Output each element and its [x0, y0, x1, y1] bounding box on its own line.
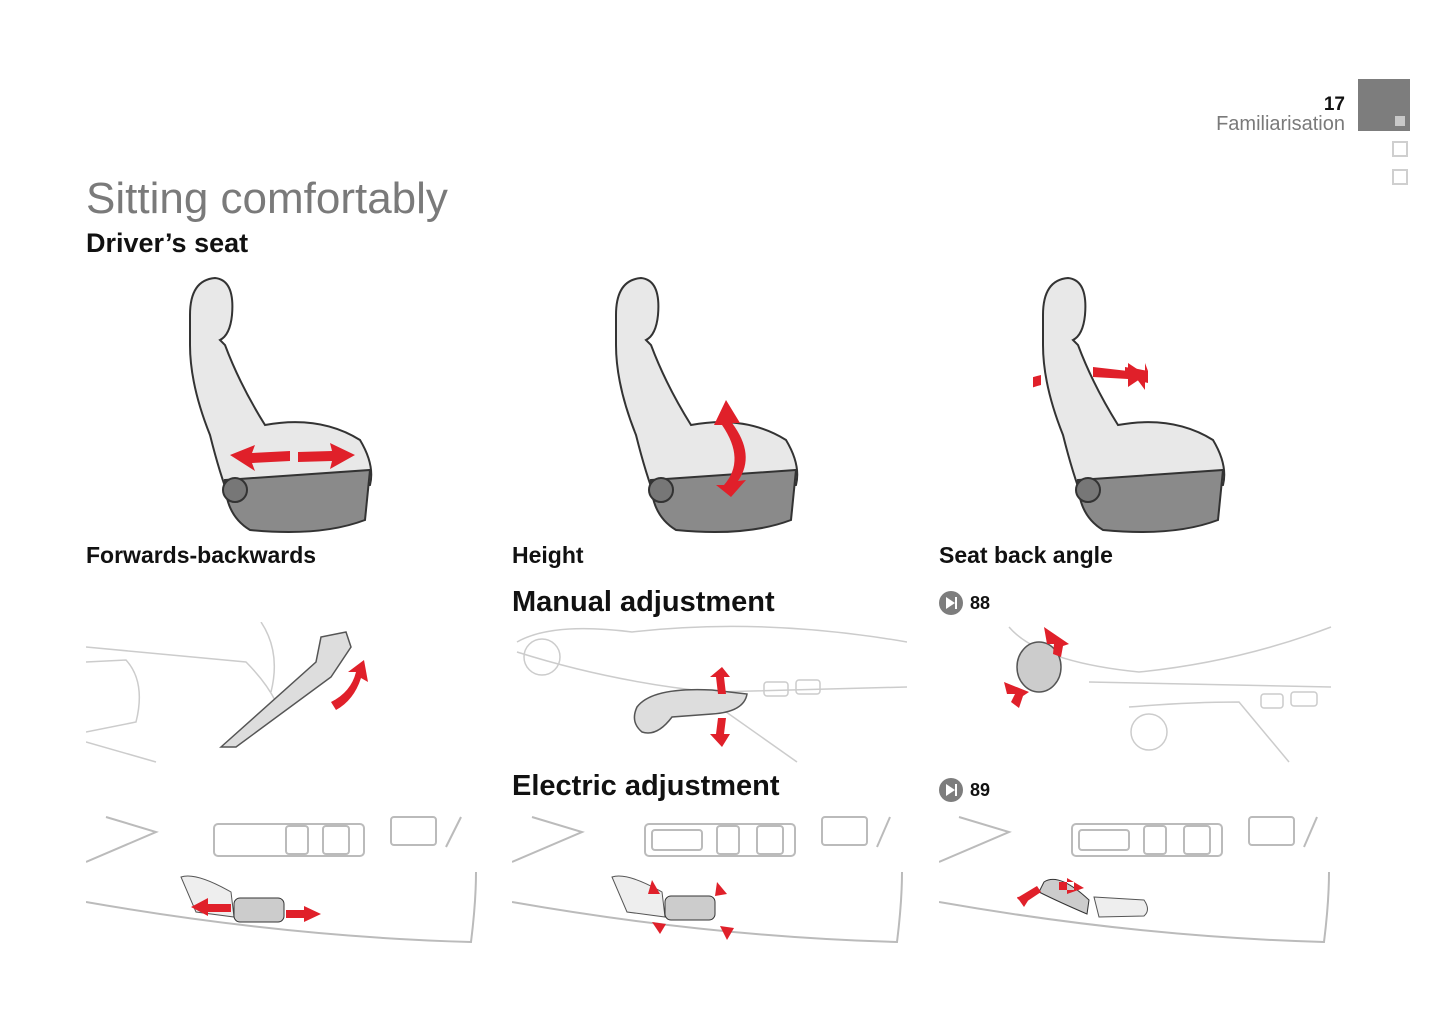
caption-height: Height	[512, 542, 584, 568]
section-name: Familiarisation	[1216, 113, 1345, 135]
chapter-tab[interactable]	[1392, 169, 1408, 185]
reference-page-number: 89	[970, 779, 991, 800]
page-reference-manual[interactable]: 88	[939, 591, 990, 615]
manual-height-lever-illustration	[516, 625, 907, 763]
chapter-tab-active[interactable]	[1358, 79, 1410, 131]
reference-page-number: 88	[970, 592, 991, 613]
page-subtitle: Driver’s seat	[86, 228, 249, 258]
page-link-icon	[939, 778, 963, 802]
seat-height-illustration	[615, 276, 799, 534]
electric-adjustment-heading: Electric adjustment	[512, 770, 780, 802]
page-reference-electric[interactable]: 89	[939, 778, 990, 802]
seat-back-angle-illustration	[1033, 276, 1226, 534]
caption-forwards-backwards: Forwards-backwards	[86, 542, 317, 568]
electric-forwards-switch-illustration	[86, 816, 477, 944]
manual-lever-forwards-illustration	[86, 622, 368, 763]
page-number: 17	[1323, 94, 1345, 115]
chapter-tab[interactable]	[1392, 141, 1408, 157]
page-link-icon	[939, 591, 963, 615]
seat-forwards-backwards-illustration	[189, 276, 373, 534]
electric-height-switch-illustration	[512, 816, 903, 944]
manual-seat-back-knob-illustration	[1004, 626, 1332, 763]
manual-adjustment-heading: Manual adjustment	[512, 586, 775, 618]
page-title: Sitting comfortably	[86, 174, 448, 223]
electric-seat-back-switch-illustration	[939, 816, 1330, 944]
caption-seat-back-angle: Seat back angle	[939, 542, 1113, 568]
